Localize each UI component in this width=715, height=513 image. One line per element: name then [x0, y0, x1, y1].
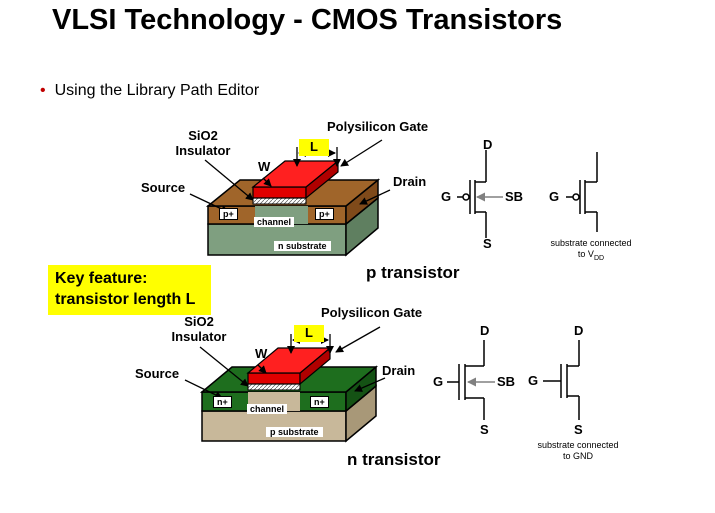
n-sym-source: S: [480, 422, 489, 437]
p-sym-sb: SB: [505, 189, 524, 204]
n-well-right-label: n+: [310, 396, 329, 408]
n-sym2-gate: G: [528, 373, 539, 388]
p-sym-drain: D: [483, 137, 493, 152]
n-channel-label: channel: [247, 404, 288, 414]
p-drain-label: Drain: [393, 174, 427, 189]
n-well-left-label: n+: [213, 396, 232, 408]
p-note-line1: substrate connected: [550, 238, 632, 248]
n-sym2-source: S: [574, 422, 583, 437]
n-insulator-label: Insulator: [171, 329, 227, 344]
n-length-label: L: [305, 325, 313, 340]
bullet-icon: •: [40, 82, 46, 99]
p-sym-gate: G: [441, 189, 452, 204]
slide-title: VLSI Technology - CMOS Transistors: [52, 4, 563, 36]
p-gate-label: Polysilicon Gate: [327, 119, 429, 134]
n-note-line2: to GND: [562, 451, 593, 461]
p-transistor-caption: p transistor: [366, 263, 460, 282]
p-channel-label: channel: [254, 217, 295, 227]
n-sym-sb: SB: [497, 374, 516, 389]
p-length-label: L: [310, 139, 318, 154]
n-source-label: Source: [135, 366, 180, 381]
p-insulator-label: Insulator: [175, 143, 231, 158]
n-note-line1: substrate connected: [537, 440, 619, 450]
p-substrate-label: n substrate: [274, 241, 331, 251]
n-sio2-label: SiO2: [184, 314, 214, 329]
key-feature-line2: transistor length L: [55, 291, 196, 308]
n-transistor-symbol: [447, 340, 495, 420]
p-transistor-symbol-simplified: [566, 152, 598, 232]
n-transistor-symbol-simplified: [543, 340, 580, 420]
p-sym2-gate: G: [549, 189, 560, 204]
n-length-highlight: [294, 325, 324, 342]
p-sio2-label: SiO2: [188, 128, 218, 143]
n-transistor-caption: n transistor: [347, 450, 441, 469]
p-well-right-label: p+: [315, 208, 334, 220]
key-feature-box: Key feature: transistor length L: [48, 265, 211, 315]
n-substrate-label: p substrate: [266, 427, 323, 437]
p-width-label: W: [258, 159, 271, 174]
key-feature-line1: Key feature:: [55, 270, 148, 287]
p-length-highlight: [299, 139, 329, 156]
bullet-text: Using the Library Path Editor: [54, 82, 260, 99]
bullet-item: • Using the Library Path Editor: [40, 82, 259, 100]
n-drain-label: Drain: [382, 363, 416, 378]
n-sym2-drain: D: [574, 323, 584, 338]
p-source-label: Source: [141, 180, 186, 195]
p-well-left-label: p+: [219, 208, 238, 220]
n-sym-drain: D: [480, 323, 490, 338]
p-note-line2: to VDD: [577, 249, 605, 262]
n-gate-label: Polysilicon Gate: [321, 305, 423, 320]
p-transistor-symbol: [457, 150, 503, 238]
n-sym-gate: G: [433, 374, 444, 389]
p-sym-source: S: [483, 236, 492, 251]
n-width-label: W: [255, 346, 268, 361]
